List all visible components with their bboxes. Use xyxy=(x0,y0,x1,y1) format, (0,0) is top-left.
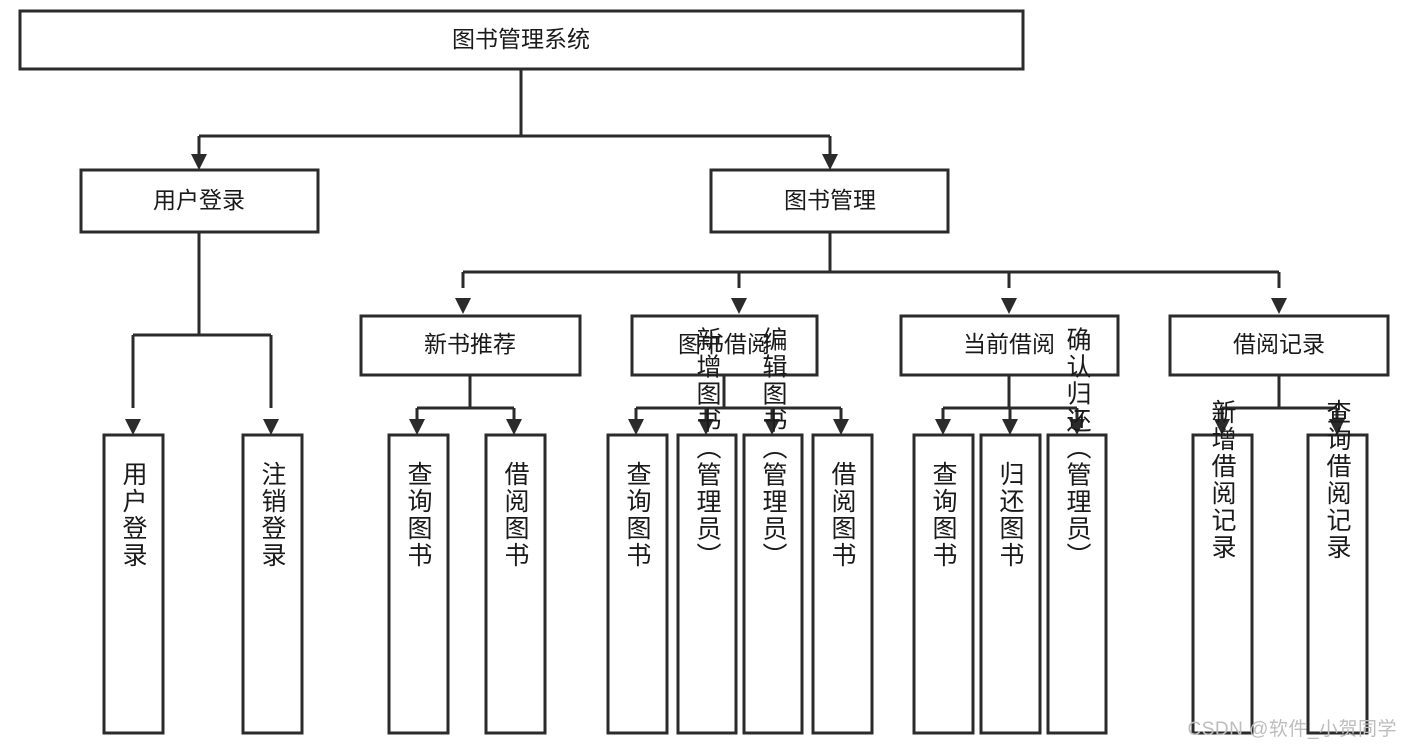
connector-bookborrow-to-leaves xyxy=(628,375,849,435)
node-leaf-add-record[interactable]: 新增借阅记录 xyxy=(1191,399,1254,735)
node-leaf-borrow-book-2[interactable]: 借阅图书 xyxy=(811,433,874,735)
arrowhead-icon xyxy=(191,154,207,170)
node-user-login[interactable]: 用户登录 xyxy=(79,168,320,234)
arrowhead-icon xyxy=(628,419,644,435)
node-leaf-confirm-return-label: 确认归还（管理员） xyxy=(1063,327,1092,570)
arrowhead-icon xyxy=(822,154,838,170)
node-root-label: 图书管理系统 xyxy=(452,26,590,52)
node-leaf-borrow-book-1[interactable]: 借阅图书 xyxy=(484,433,547,735)
node-leaf-return-book-label: 归还图书 xyxy=(996,461,1025,569)
node-book-borrow-label: 图书借阅 xyxy=(678,331,770,357)
node-leaf-return-book[interactable]: 归还图书 xyxy=(979,433,1042,735)
node-leaf-add-book-label: 新增图书（管理员） xyxy=(693,327,722,570)
node-leaf-query-book-2[interactable]: 查询图书 xyxy=(606,433,669,735)
node-leaf-query-book-2-label: 查询图书 xyxy=(623,461,652,569)
arrowhead-icon xyxy=(1001,298,1017,314)
node-borrow-record-label: 借阅记录 xyxy=(1233,331,1325,357)
node-root[interactable]: 图书管理系统 xyxy=(18,9,1025,71)
connector-root-to-level1 xyxy=(191,69,838,170)
node-leaf-edit-book-label: 编辑图书（管理员） xyxy=(759,327,788,570)
node-leaf-user-logout-label: 注销登录 xyxy=(258,461,287,569)
node-book-management-label: 图书管理 xyxy=(784,187,876,213)
node-leaf-query-record-label: 查询借阅记录 xyxy=(1323,399,1352,561)
arrowhead-icon xyxy=(833,419,849,435)
connector-currentborrow-to-leaves xyxy=(935,375,1085,435)
arrowhead-icon xyxy=(455,298,471,314)
arrowhead-icon xyxy=(1002,419,1018,435)
node-leaf-confirm-return[interactable]: 确认归还（管理员） xyxy=(1046,327,1108,735)
node-leaf-query-book-1[interactable]: 查询图书 xyxy=(387,433,450,735)
connector-userlogin-to-leaves xyxy=(125,232,279,435)
node-leaf-add-book[interactable]: 新增图书（管理员） xyxy=(676,327,738,735)
node-book-management[interactable]: 图书管理 xyxy=(709,168,950,234)
node-leaf-query-book-3-label: 查询图书 xyxy=(929,461,958,569)
connector-borrowrecord-to-leaves xyxy=(1214,375,1345,435)
node-new-book-recommend[interactable]: 新书推荐 xyxy=(359,314,582,377)
arrowhead-icon xyxy=(263,419,279,435)
node-leaf-edit-book[interactable]: 编辑图书（管理员） xyxy=(742,327,804,735)
node-new-book-recommend-label: 新书推荐 xyxy=(424,331,516,357)
node-current-borrow[interactable]: 当前借阅 xyxy=(899,314,1120,377)
connector-newbook-to-leaves xyxy=(409,375,522,435)
arrowhead-icon xyxy=(506,419,522,435)
node-leaf-user-login[interactable]: 用户登录 xyxy=(102,433,165,735)
arrowhead-icon xyxy=(125,419,141,435)
node-current-borrow-label: 当前借阅 xyxy=(963,331,1055,357)
arrowhead-icon xyxy=(731,298,747,314)
node-leaf-query-record[interactable]: 查询借阅记录 xyxy=(1306,399,1369,735)
connector-bookmgmt-to-level2 xyxy=(455,232,1287,314)
arrowhead-icon xyxy=(935,419,951,435)
node-borrow-record[interactable]: 借阅记录 xyxy=(1168,314,1390,377)
node-leaf-borrow-book-2-label: 借阅图书 xyxy=(828,461,857,569)
node-book-borrow[interactable]: 图书借阅 xyxy=(630,314,819,377)
node-leaf-borrow-book-1-label: 借阅图书 xyxy=(501,461,530,569)
node-leaf-add-record-label: 新增借阅记录 xyxy=(1208,399,1237,561)
node-user-login-label: 用户登录 xyxy=(153,187,245,213)
node-leaf-query-book-3[interactable]: 查询图书 xyxy=(912,433,975,735)
arrowhead-icon xyxy=(1271,298,1287,314)
arrowhead-icon xyxy=(409,419,425,435)
node-leaf-query-book-1-label: 查询图书 xyxy=(404,461,433,569)
node-leaf-user-logout[interactable]: 注销登录 xyxy=(241,433,304,735)
node-leaf-user-login-label: 用户登录 xyxy=(119,461,148,569)
